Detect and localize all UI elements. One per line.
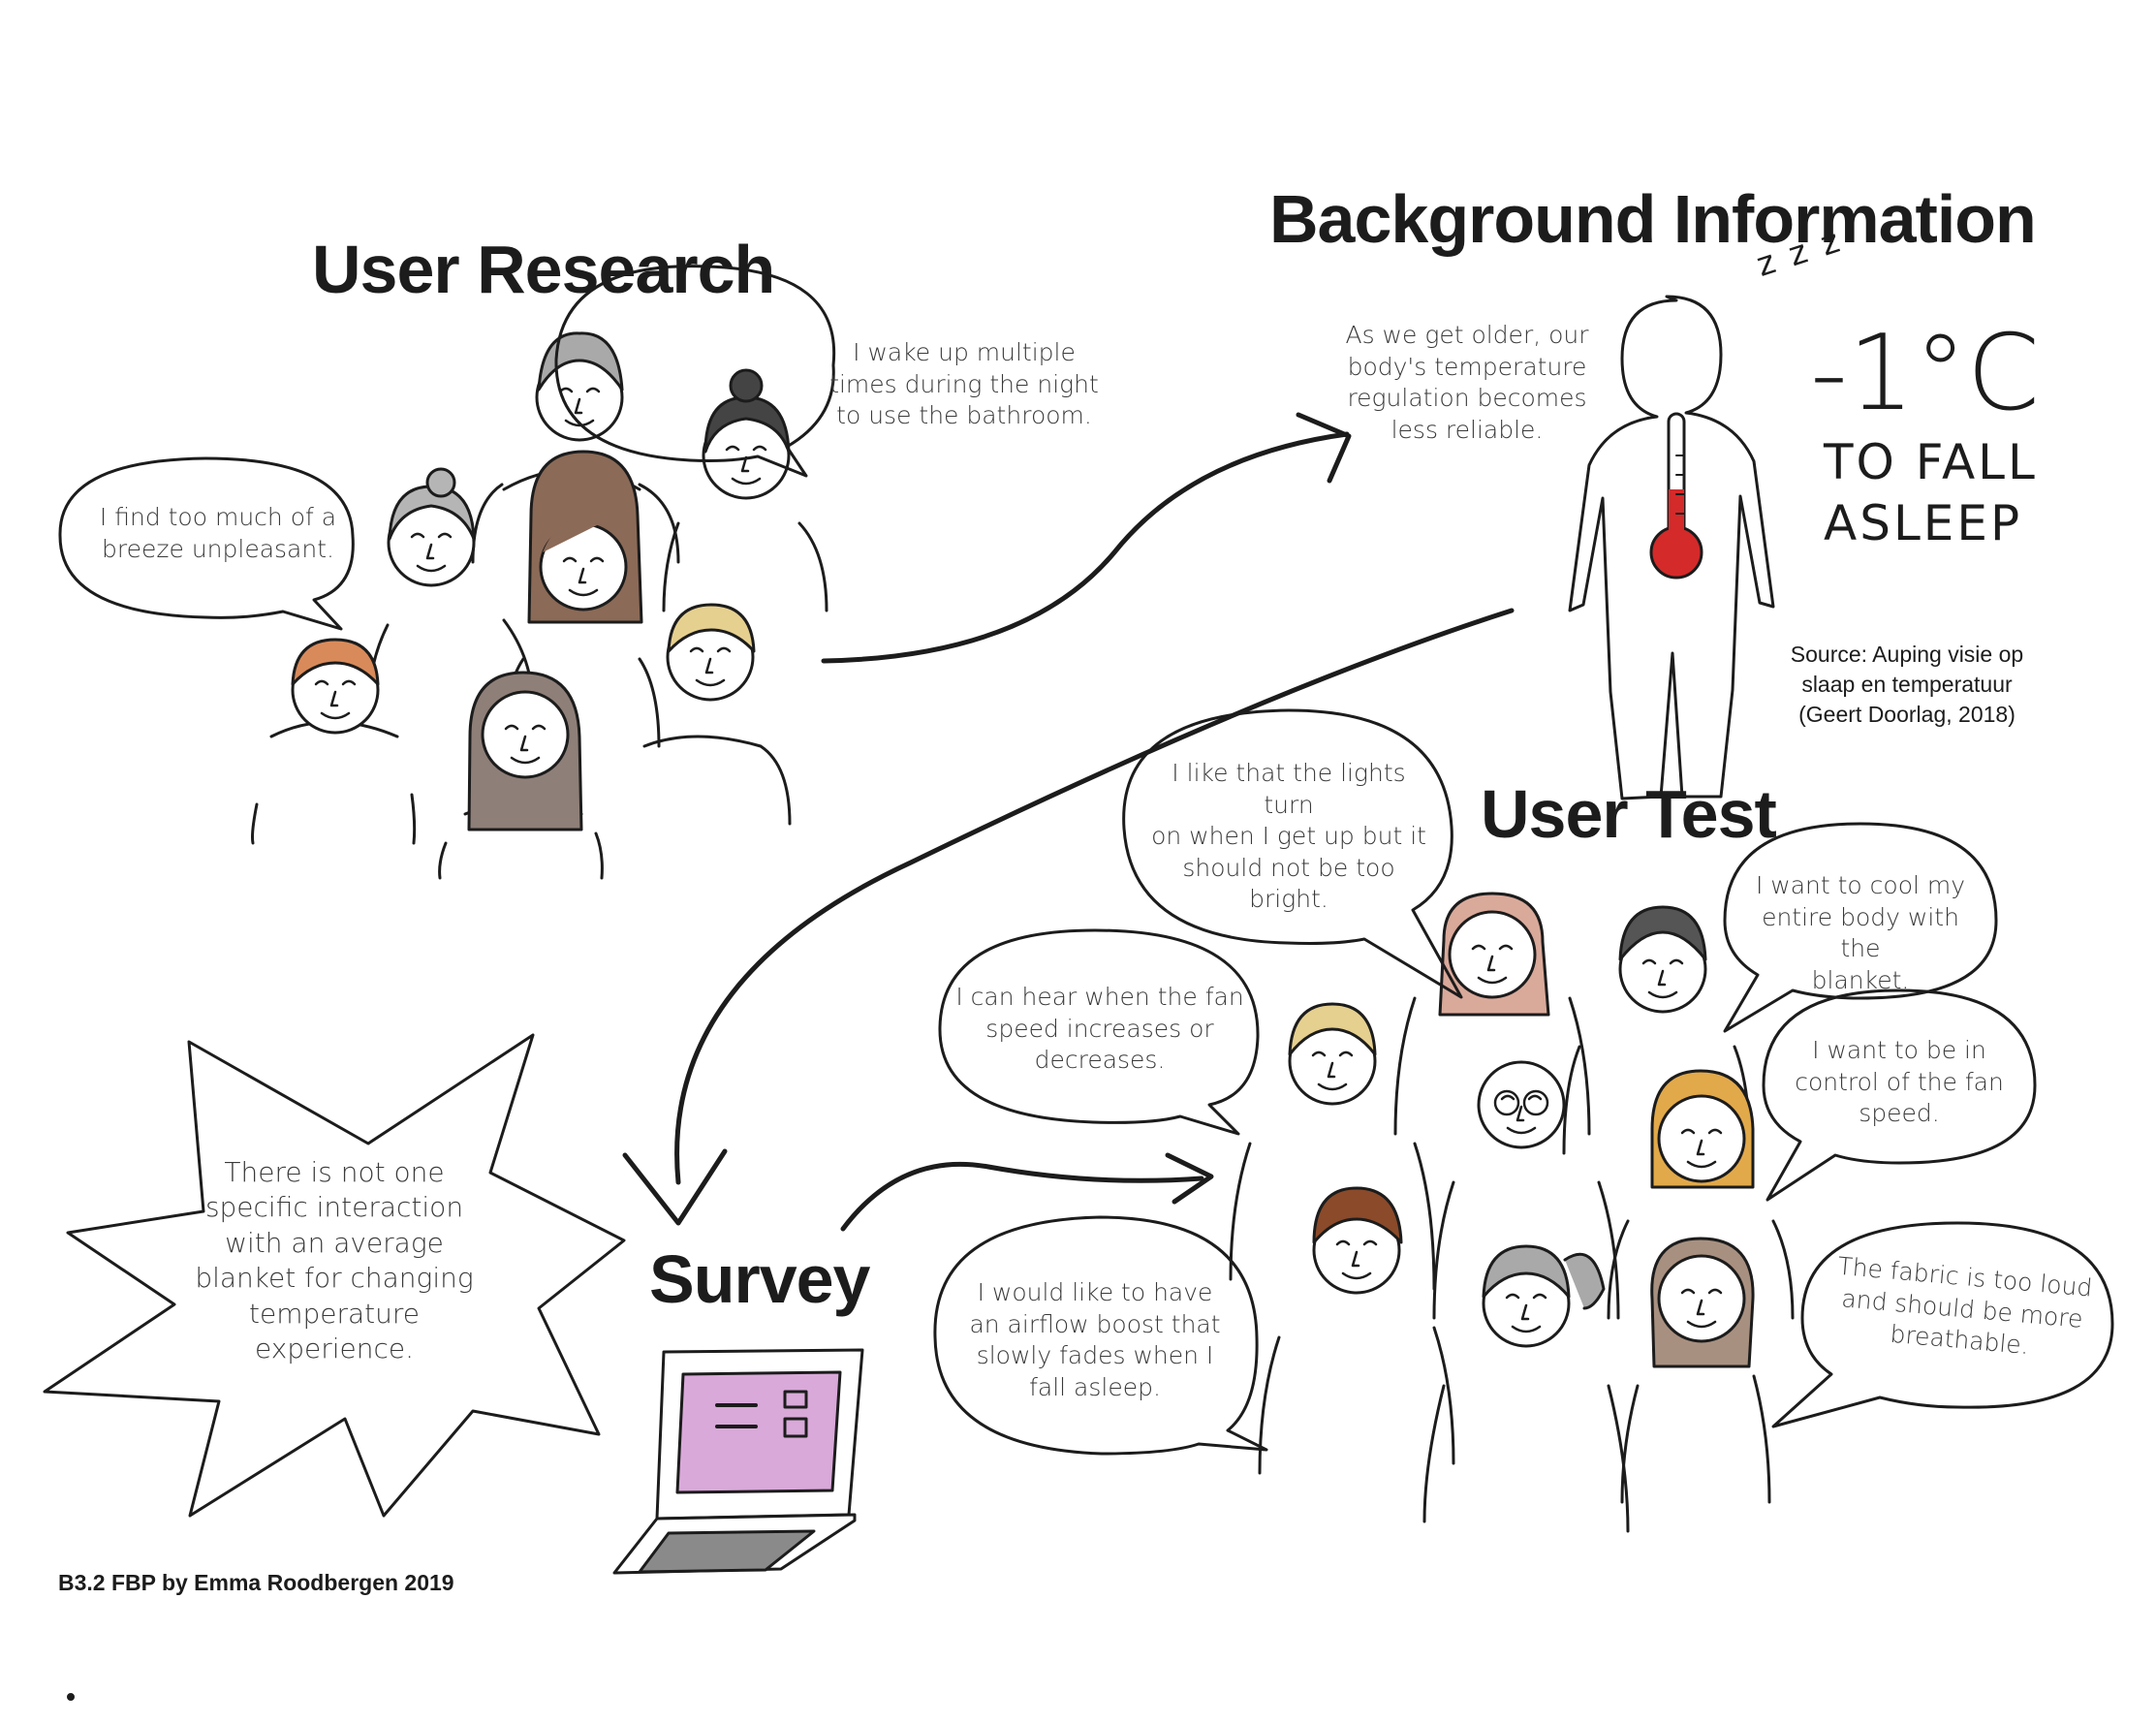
speech-bubble-fan-control <box>1762 988 2037 1202</box>
quote-fan-hear: I can hear when the fan speed increases … <box>955 983 1244 1074</box>
heading-user-test: User Test <box>1481 776 1777 852</box>
arrow-head-user-test <box>1165 1152 1214 1205</box>
quote-airflow: I would like to have an airflow boost th… <box>969 1278 1221 1401</box>
survey-finding: There is not one specific interaction wi… <box>195 1156 474 1364</box>
speech-bubble-breeze <box>58 456 355 631</box>
heading-user-research: User Research <box>312 232 775 307</box>
quote-cool-body: I want to cool my entire body with the b… <box>1755 871 1966 994</box>
tester-pink-hair <box>1393 892 1591 1136</box>
starburst-survey-finding <box>43 1033 626 1518</box>
thermometer-icon <box>1649 412 1703 580</box>
tester-glasses-bald <box>1432 1060 1620 1320</box>
laptop-icon <box>612 1348 864 1575</box>
quote-breeze: I find too much of a breeze unpleasant. <box>99 503 337 563</box>
heading-survey: Survey <box>649 1241 870 1317</box>
quote-bathroom: I wake up multiple times during the nigh… <box>829 338 1099 429</box>
temperature-caption: TO FALL ASLEEP <box>1824 434 2038 551</box>
person-woman-dark-bun <box>662 368 828 612</box>
user-test-people <box>1229 892 1795 1533</box>
quote-fan-control: I want to be in control of the fan speed… <box>1795 1036 2004 1127</box>
arrow-survey-to-test <box>840 1161 1204 1232</box>
person-woman-brown-hair <box>502 450 661 748</box>
page-dot <box>67 1693 75 1701</box>
speech-bubble-bathroom <box>554 265 836 478</box>
speech-bubble-airflow <box>933 1215 1268 1456</box>
footer-credit: B3.2 FBP by Emma Roodbergen 2019 <box>58 1570 454 1595</box>
tester-gold-hair-woman <box>1607 1069 1795 1320</box>
person-man-blonde-hair <box>642 603 792 826</box>
tester-wavy-brown <box>1620 1237 1771 1504</box>
speech-bubble-fan-hear <box>938 928 1260 1136</box>
heading-background-information: Background Information <box>1269 181 2037 257</box>
background-source: Source: Auping visie op slaap en tempera… <box>1790 642 2024 728</box>
arrow-head-survey <box>622 1148 728 1226</box>
tester-curly-brown <box>1258 1186 1455 1475</box>
user-research-people <box>251 331 828 880</box>
arrow-research-to-background <box>821 431 1350 664</box>
person-woman-long-hair <box>438 671 604 880</box>
background-fact: As we get older, our body's temperature … <box>1345 321 1589 444</box>
quote-lights: I like that the lights turn on when I ge… <box>1151 759 1426 913</box>
tester-ponytail-grey <box>1422 1244 1630 1533</box>
speech-bubble-fabric <box>1771 1221 2114 1428</box>
arrow-head-background <box>1296 412 1352 484</box>
body-outline-figure <box>1568 295 1775 800</box>
person-man-ginger-hair <box>251 638 417 845</box>
speech-bubble-cool-body <box>1723 822 1998 1033</box>
arrow-background-to-survey <box>674 608 1515 1185</box>
temperature-value: -1°C <box>1810 313 2041 434</box>
speech-bubble-lights <box>1122 708 1463 999</box>
